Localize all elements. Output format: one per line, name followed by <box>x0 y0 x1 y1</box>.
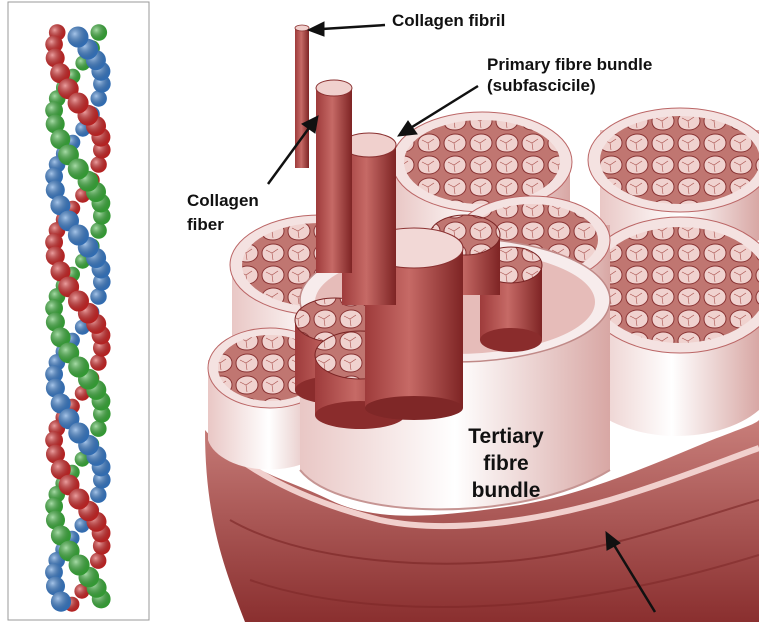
label-tertiary-bundle: Tertiary fibre bundle <box>441 423 571 504</box>
label-fiber: fiber <box>187 215 224 235</box>
helix-bead-shading <box>90 421 106 437</box>
helix-bead-shading <box>91 24 108 41</box>
label-tertiary-line1: Tertiary <box>441 423 571 450</box>
helix-bead-shading <box>90 156 106 172</box>
helix-bead-shading <box>90 222 106 238</box>
helix-bead-shading <box>68 423 89 444</box>
helix-bead-shading <box>90 288 106 304</box>
label-tertiary-line3: bundle <box>441 477 571 504</box>
label-tertiary-line2: fibre <box>441 450 571 477</box>
helix-bead-shading <box>69 555 90 576</box>
helix-bead-shading <box>68 357 89 378</box>
helix-bead-shading <box>68 291 89 312</box>
helix-bead-shading <box>90 354 106 370</box>
label-collagen-fibril: Collagen fibril <box>392 11 505 31</box>
helix-bead-shading <box>68 93 89 114</box>
helix-bead-shading <box>68 159 89 180</box>
helix-bead-shading <box>68 27 89 48</box>
helix-bead-shading <box>91 90 107 106</box>
helix-bead-shading <box>90 553 106 569</box>
helix-bead-shading <box>51 592 71 612</box>
helix-bead-shading <box>68 225 89 246</box>
helix-bead-shading <box>90 487 106 503</box>
tendon-cross-section <box>205 22 759 622</box>
label-subfascicile: (subfascicile) <box>487 76 596 96</box>
label-primary-bundle: Primary fibre bundle <box>487 55 652 75</box>
helix-bead-shading <box>68 489 89 510</box>
collagen-triple-helix <box>8 2 149 620</box>
label-collagen-fiber: Collagen <box>187 191 259 211</box>
